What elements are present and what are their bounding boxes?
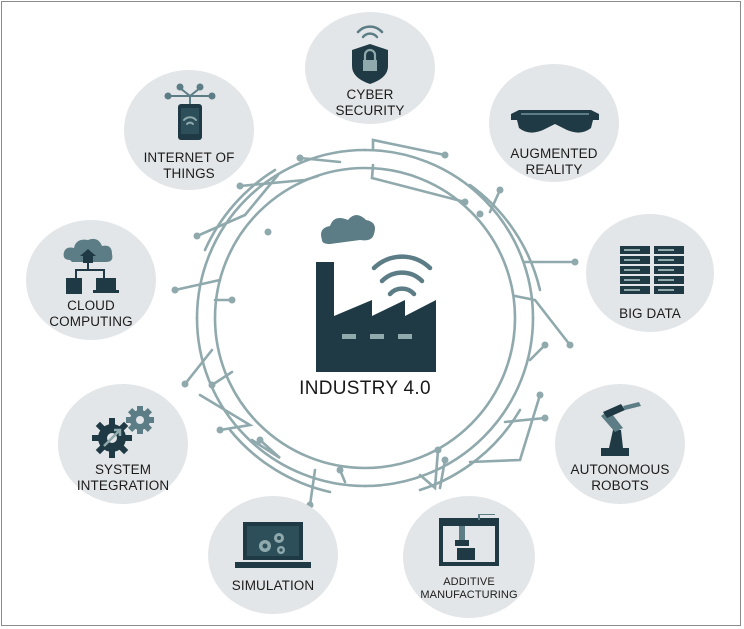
shield-lock-wifi-icon: [352, 25, 388, 84]
node-label-line: SYSTEM: [94, 462, 152, 477]
node-cloud-computing: CLOUD COMPUTING: [26, 220, 156, 340]
node-label: SIMULATION: [208, 578, 338, 594]
node-label: AUTONOMOUS ROBOTS: [555, 462, 685, 494]
vr-headset-icon: [511, 110, 599, 133]
server-rack-icon: [620, 246, 684, 294]
node-label-line: CLOUD: [67, 298, 115, 313]
laptop-gears-icon: [235, 522, 311, 568]
node-label-line: BIG DATA: [619, 306, 681, 321]
gears-icon: [92, 406, 154, 458]
node-label-line: AUGMENTED: [510, 146, 598, 161]
node-label-line: INTEGRATION: [76, 478, 170, 493]
node-label-line: SECURITY: [335, 103, 405, 118]
cloud-network-icon: [63, 238, 119, 294]
node-label: SYSTEM INTEGRATION: [58, 462, 188, 494]
node-label-line: SIMULATION: [231, 578, 315, 593]
node-system-integration: SYSTEM INTEGRATION: [58, 384, 188, 504]
center-label: INDUSTRY 4.0: [299, 378, 431, 399]
node-cyber-security: CYBER SECURITY: [305, 12, 435, 124]
node-simulation: SIMULATION: [208, 496, 338, 614]
node-label: BIG DATA: [586, 306, 714, 322]
factory-wifi-icon: [316, 215, 436, 372]
node-label: CYBER SECURITY: [305, 87, 435, 119]
iot-tablet-icon: [164, 83, 216, 140]
node-label: CLOUD COMPUTING: [26, 298, 156, 330]
node-additive-manufacturing: ADDITIVE MANUFACTURING: [403, 496, 535, 618]
node-label-line: ADDITIVE: [443, 576, 495, 588]
node-label-line: MANUFACTURING: [420, 589, 518, 601]
node-label: INTERNET OF THINGS: [124, 150, 254, 182]
node-label-line: COMPUTING: [49, 314, 133, 329]
robot-arm-icon: [601, 402, 641, 456]
node-label-line: INTERNET OF: [143, 150, 235, 165]
node-augmented-reality: AUGMENTED REALITY: [489, 64, 619, 182]
circuit-rings: [173, 138, 577, 507]
node-big-data: BIG DATA: [586, 214, 714, 332]
node-label: ADDITIVE MANUFACTURING: [403, 576, 535, 602]
node-label-line: AUTONOMOUS: [570, 462, 670, 477]
node-autonomous-robots: AUTONOMOUS ROBOTS: [555, 384, 685, 504]
node-label-line: ROBOTS: [591, 478, 649, 493]
node-label-line: THINGS: [163, 166, 215, 181]
3d-printer-icon: [439, 514, 499, 566]
circuit-nodes: [171, 151, 579, 509]
node-label: AUGMENTED REALITY: [489, 146, 619, 178]
node-label-line: CYBER: [346, 87, 394, 102]
node-internet-of-things: INTERNET OF THINGS: [124, 70, 254, 190]
node-label-line: REALITY: [525, 162, 583, 177]
